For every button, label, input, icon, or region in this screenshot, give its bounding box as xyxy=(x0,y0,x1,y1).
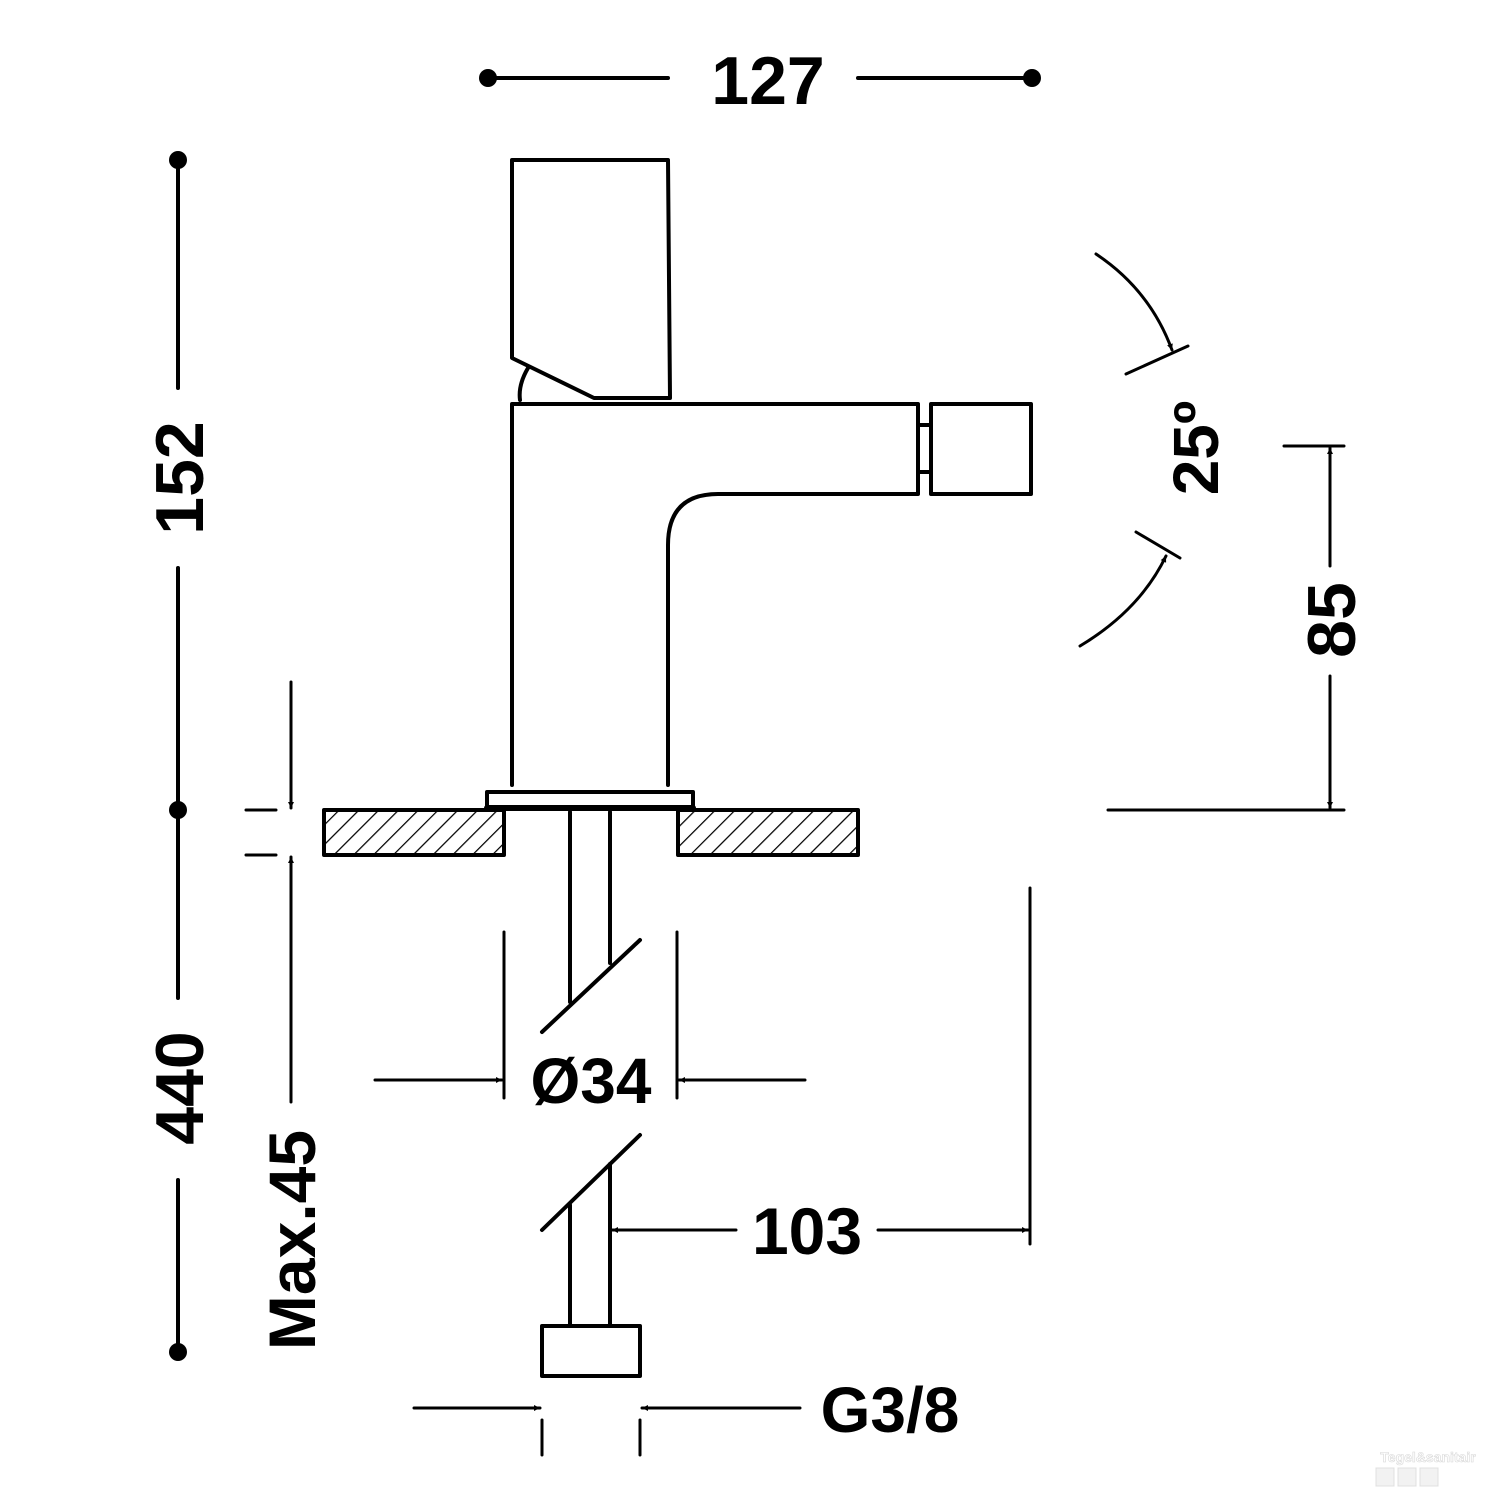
faucet-handle xyxy=(510,158,672,400)
watermark-brand: Tegel&sanitair xyxy=(1380,1449,1476,1465)
dim-dot xyxy=(479,69,497,87)
dim-deck-thickness xyxy=(244,680,294,1104)
label-max-deck: Max.45 xyxy=(255,1130,329,1350)
dim-dot xyxy=(169,801,187,819)
label-diameter: Ø34 xyxy=(531,1045,652,1117)
dim-angle xyxy=(1078,252,1190,648)
label-spout-height: 85 xyxy=(1294,582,1370,658)
deck-right xyxy=(676,808,860,857)
label-thread: G3/8 xyxy=(821,1374,960,1446)
label-height-total: 152 xyxy=(142,421,218,534)
dim-spout-height xyxy=(1106,444,1346,812)
base-flange xyxy=(485,790,695,810)
label-angle: 25º xyxy=(1160,401,1232,496)
label-reach: 103 xyxy=(752,1194,862,1268)
dim-dot xyxy=(169,151,187,169)
label-width: 127 xyxy=(711,43,824,119)
dim-dot xyxy=(169,1343,187,1361)
handle-neck xyxy=(517,366,530,402)
spout-nozzle xyxy=(929,402,1033,496)
dim-reach xyxy=(610,886,1032,1246)
watermark-sub: Depot xyxy=(1442,1467,1475,1481)
dim-dot xyxy=(1023,69,1041,87)
dim-thread xyxy=(412,1405,802,1457)
faucet-body xyxy=(510,402,920,787)
label-height-lower: 440 xyxy=(142,1031,218,1144)
watermark-logo: Tegel&sanitair Depot xyxy=(1375,1449,1477,1487)
pipe-fitting xyxy=(540,1324,642,1378)
dim-diameter xyxy=(373,930,807,1100)
deck-left xyxy=(322,808,506,857)
supply-pipe xyxy=(540,810,642,1328)
